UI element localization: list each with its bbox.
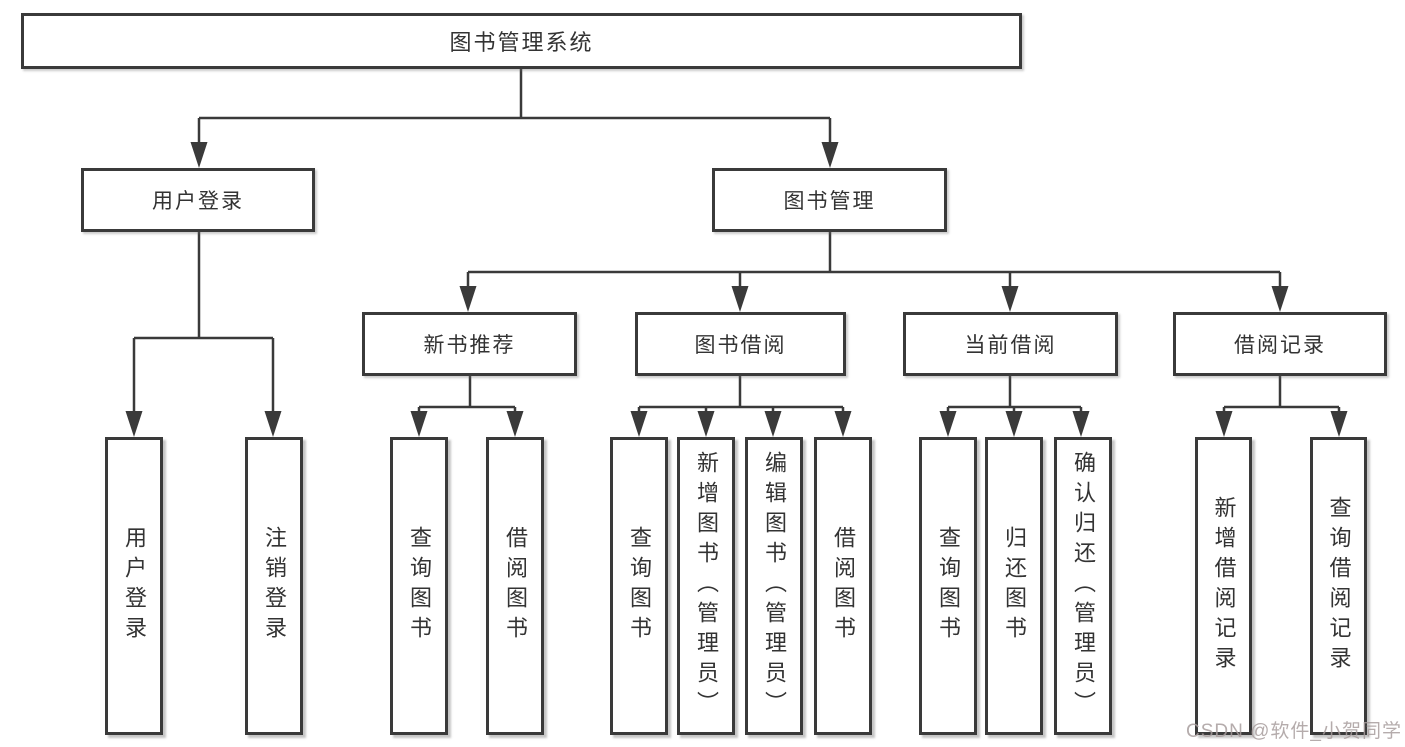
connector-userlogin-to-leaves	[132, 232, 275, 421]
leaf-confirm-return-admin-label: 确认归还（管理员）	[1071, 451, 1096, 721]
leaf-query-borrow-record-label: 查询借阅记录	[1326, 496, 1352, 676]
leaf-borrow-books-recommend-label: 借阅图书	[503, 526, 528, 646]
arrowheads	[125, 142, 1348, 437]
leaf-logout-label: 注销登录	[262, 526, 287, 646]
leaf-query-books-recommend-label: 查询图书	[407, 526, 432, 646]
node-book-borrow: 图书借阅	[635, 312, 846, 376]
node-book-borrow-label: 图书借阅	[694, 334, 787, 357]
connector-recommend-to-leaves	[417, 376, 517, 421]
leaf-edit-book-admin: 编辑图书（管理员）	[745, 437, 803, 735]
connector-root-to-level2	[197, 69, 832, 150]
leaf-add-book-admin: 新增图书（管理员）	[677, 437, 735, 735]
connector-bookmgmt-to-level3	[466, 232, 1282, 296]
node-root: 图书管理系统	[21, 13, 1022, 69]
leaf-query-books-recommend: 查询图书	[390, 437, 448, 735]
leaf-user-login: 用户登录	[105, 437, 163, 735]
leaf-confirm-return-admin: 确认归还（管理员）	[1054, 437, 1112, 735]
leaf-borrow-books-recommend: 借阅图书	[486, 437, 544, 735]
node-borrow-records-label: 借阅记录	[1234, 334, 1326, 357]
leaf-add-borrow-record-label: 新增借阅记录	[1211, 496, 1237, 676]
leaf-add-book-admin-label: 新增图书（管理员）	[694, 451, 719, 721]
leaf-user-login-label: 用户登录	[122, 526, 147, 646]
node-book-management: 图书管理	[712, 168, 947, 232]
watermark: CSDN @软件_小贺同学	[1186, 721, 1402, 742]
leaf-borrow-books-label: 借阅图书	[831, 526, 856, 646]
node-user-login-label: 用户登录	[152, 190, 244, 213]
connector-records-to-leaves	[1222, 376, 1341, 421]
leaf-query-borrow-record: 查询借阅记录	[1310, 437, 1367, 735]
connector-borrow-to-leaves	[637, 376, 845, 421]
leaf-query-books-current: 查询图书	[919, 437, 977, 735]
node-current-borrow-label: 当前借阅	[964, 334, 1057, 357]
leaf-query-books-borrow: 查询图书	[610, 437, 668, 735]
node-current-borrow: 当前借阅	[903, 312, 1118, 376]
node-book-management-label: 图书管理	[783, 190, 876, 213]
node-new-book-recommend: 新书推荐	[362, 312, 577, 376]
node-borrow-records: 借阅记录	[1173, 312, 1387, 376]
leaf-borrow-books: 借阅图书	[814, 437, 872, 735]
leaf-query-books-current-label: 查询图书	[936, 526, 961, 646]
leaf-edit-book-admin-label: 编辑图书（管理员）	[762, 451, 787, 721]
leaf-add-borrow-record: 新增借阅记录	[1195, 437, 1252, 735]
node-new-book-recommend-label: 新书推荐	[423, 334, 516, 357]
node-root-label: 图书管理系统	[449, 30, 594, 55]
leaf-query-books-borrow-label: 查询图书	[627, 526, 652, 646]
leaf-logout: 注销登录	[245, 437, 303, 735]
leaf-return-book-label: 归还图书	[1002, 526, 1027, 646]
leaf-return-book: 归还图书	[985, 437, 1043, 735]
node-user-login: 用户登录	[81, 168, 315, 232]
